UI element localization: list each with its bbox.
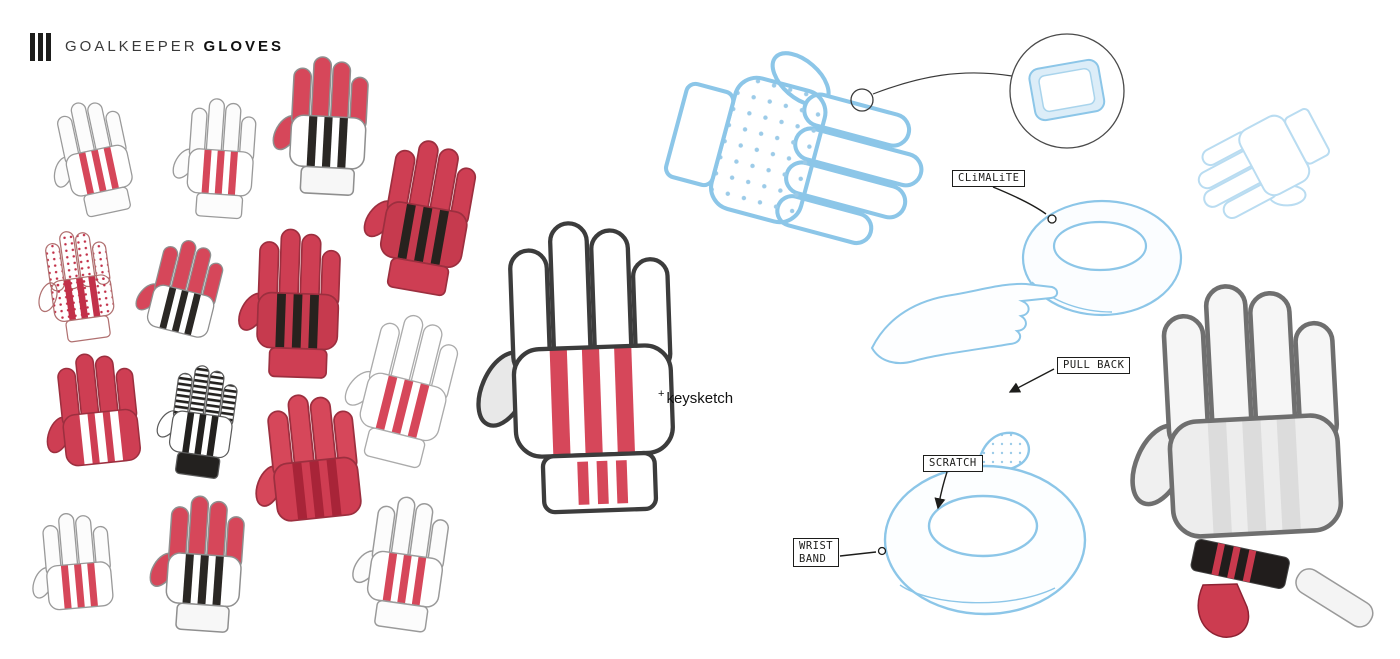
scratch-arrow	[934, 471, 948, 510]
keysketch-text: keysketch	[666, 390, 734, 407]
glove-sketch	[141, 492, 247, 634]
glove-sketch	[340, 489, 453, 635]
glove-sketch	[230, 226, 342, 380]
hand-sketch	[870, 282, 1059, 365]
callout-wrist-band-line2: BAND	[799, 552, 827, 565]
glove-exploration-grid	[21, 53, 482, 635]
glove-sketch	[165, 95, 258, 220]
page-title-regular: GOALKEEPER	[65, 38, 198, 56]
keysketch-label: +keysketch	[658, 388, 733, 407]
header: GOALKEEPER GLOVES	[30, 28, 284, 65]
glove-sketch	[264, 53, 371, 197]
page-title-bold: GLOVES	[203, 38, 285, 56]
bars-logo-icon	[30, 32, 51, 61]
keysketch-glove	[460, 218, 678, 517]
pull-back-arrow	[1008, 368, 1055, 393]
glove-sketch	[25, 225, 119, 347]
blue-glove-sketch	[658, 19, 946, 257]
keysketch-plus: +	[658, 388, 665, 400]
final-glove-body	[1109, 279, 1344, 543]
glove-sketch	[126, 230, 229, 340]
detail-source-circle	[850, 88, 874, 112]
glove-sketch	[35, 94, 140, 224]
wrist-strap-white	[1295, 568, 1374, 628]
glove-sketch	[146, 359, 241, 481]
glove-sketch	[348, 130, 482, 299]
final-glove-sketch	[1109, 279, 1374, 638]
callout-scratch: SCRATCH	[923, 455, 983, 472]
wrist-strap-black	[1190, 539, 1290, 590]
callout-connectors	[839, 186, 1057, 557]
glove-sketch	[32, 348, 143, 470]
wristband-sketch-bottom	[883, 431, 1087, 616]
glove-sketch	[239, 388, 364, 526]
blue-glove-sketch-small	[1183, 98, 1348, 247]
callout-wrist-band-line1: WRIST	[799, 540, 834, 552]
callout-wrist-band: WRIST BAND	[793, 538, 840, 568]
callout-climalite: CLiMALiTE	[952, 170, 1026, 187]
glove-sketch	[21, 509, 115, 613]
wrist-strap-red	[1197, 583, 1250, 638]
callout-pull-back: PULL BACK	[1057, 357, 1131, 374]
wristband-sketch-top	[1021, 199, 1183, 317]
magnifier-detail	[850, 33, 1125, 149]
page-title: GOALKEEPER GLOVES	[65, 38, 284, 55]
